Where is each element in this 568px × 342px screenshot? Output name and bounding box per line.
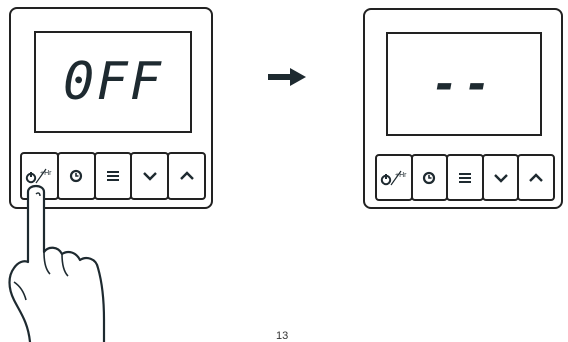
display-readout: --: [431, 58, 497, 110]
menu-button[interactable]: [446, 154, 484, 201]
up-button[interactable]: [517, 154, 555, 201]
plus-hour-label: +Hr: [395, 172, 407, 179]
button-row: +Hr: [20, 152, 206, 200]
clock-button[interactable]: [56, 152, 96, 200]
right-arrow-icon: [268, 68, 306, 86]
thermostat-before: 0FF +Hr: [9, 7, 213, 209]
chevron-down-icon: [493, 173, 508, 183]
chevron-down-icon: [142, 172, 157, 181]
clock-icon: [423, 171, 436, 184]
menu-icon: [458, 172, 471, 183]
button-row: +Hr: [375, 154, 555, 201]
pointing-finger-icon: [8, 184, 106, 342]
power-plus-hour-button[interactable]: +Hr: [375, 154, 413, 201]
chevron-up-icon: [529, 172, 544, 182]
clock-icon: [70, 169, 83, 183]
lcd-screen: --: [386, 32, 542, 136]
down-button[interactable]: [481, 154, 520, 201]
page-number: 13: [276, 330, 289, 342]
chevron-up-icon: [179, 171, 194, 180]
power-plus-hour-icon: +Hr: [380, 170, 407, 185]
power-plus-hour-icon: +Hr: [26, 168, 53, 184]
display-readout: 0FF: [63, 52, 163, 112]
thermostat-after: -- +Hr: [363, 8, 563, 209]
menu-icon: [106, 171, 119, 181]
lcd-screen: 0FF: [34, 31, 192, 133]
plus-hour-label: +Hr: [40, 170, 52, 177]
down-button[interactable]: [130, 152, 170, 200]
clock-button[interactable]: [410, 154, 449, 201]
up-button[interactable]: [167, 152, 206, 200]
